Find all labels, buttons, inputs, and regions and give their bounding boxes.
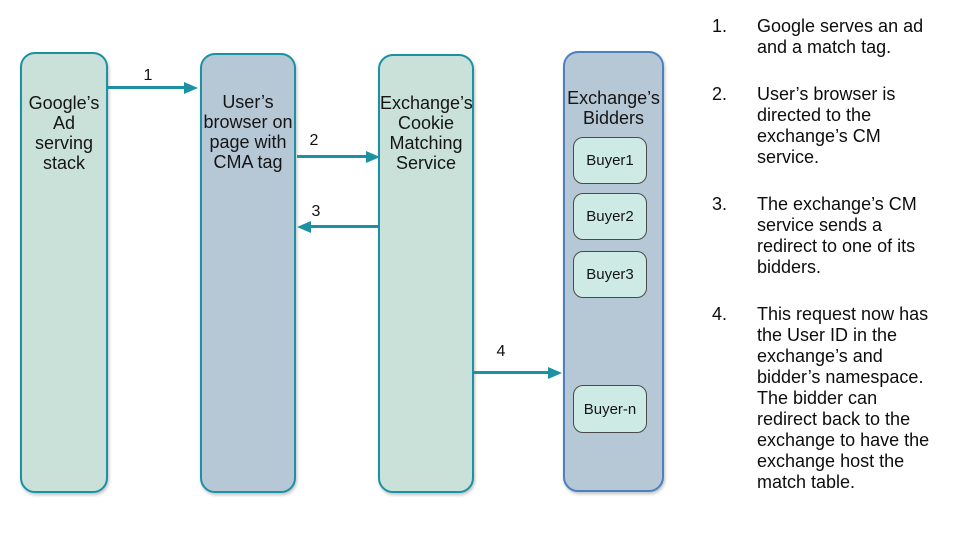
step-3: 3. The exchange’s CM service sends a red… [712, 194, 954, 278]
buyer2-label: Buyer2 [586, 208, 634, 225]
lane-cookie-matching-service-label: Exchange’s Cookie Matching Service [380, 93, 473, 173]
lane-cookie-matching-service: Exchange’s Cookie Matching Service [378, 54, 474, 493]
step-list: 1. Google serves an ad and a match tag. … [712, 16, 954, 519]
lane-google-label: Google’s Ad serving stack [28, 93, 100, 173]
buyer3-box: Buyer3 [573, 251, 647, 298]
step-4: 4. This request now has the User ID in t… [712, 304, 954, 493]
step-1-number: 1. [712, 16, 728, 36]
lane-user-browser: User’s browser on page with CMA tag [200, 53, 296, 493]
buyer-n-label: Buyer-n [583, 400, 637, 418]
lane-exchange-bidders-label: Exchange’s Bidders [567, 88, 660, 128]
step-3-number: 3. [712, 194, 728, 214]
buyer-n-box: Buyer-n [573, 385, 647, 433]
arrow-2-label: 2 [309, 132, 319, 149]
step-3-text: The exchange’s CM service sends a redire… [757, 194, 917, 277]
step-4-text: This request now has the User ID in the … [757, 304, 930, 492]
arrow-4-label: 4 [496, 343, 506, 360]
arrow-2-head-icon [366, 151, 380, 163]
step-2-text: User’s browser is directed to the exchan… [757, 84, 896, 167]
arrow-1-head-icon [184, 82, 198, 94]
step-1: 1. Google serves an ad and a match tag. [712, 16, 954, 58]
step-1-text: Google serves an ad and a match tag. [757, 16, 924, 57]
step-2: 2. User’s browser is directed to the exc… [712, 84, 954, 168]
buyer1-box: Buyer1 [573, 137, 647, 184]
arrow-1-label: 1 [143, 67, 153, 84]
arrow-3-line [310, 225, 378, 228]
arrow-4-head-icon [548, 367, 562, 379]
arrow-3-head-icon [297, 221, 311, 233]
lane-google-ad-serving-stack: Google’s Ad serving stack [20, 52, 108, 493]
arrow-2-line [297, 155, 368, 158]
arrow-1-line [107, 86, 186, 89]
buyer2-box: Buyer2 [573, 193, 647, 240]
step-2-number: 2. [712, 84, 728, 104]
arrow-4-line [474, 371, 550, 374]
lane-user-browser-label: User’s browser on page with CMA tag [203, 92, 293, 172]
buyer3-label: Buyer3 [586, 266, 634, 283]
step-4-number: 4. [712, 304, 728, 324]
arrow-3-label: 3 [311, 203, 321, 220]
buyer1-label: Buyer1 [586, 152, 634, 169]
